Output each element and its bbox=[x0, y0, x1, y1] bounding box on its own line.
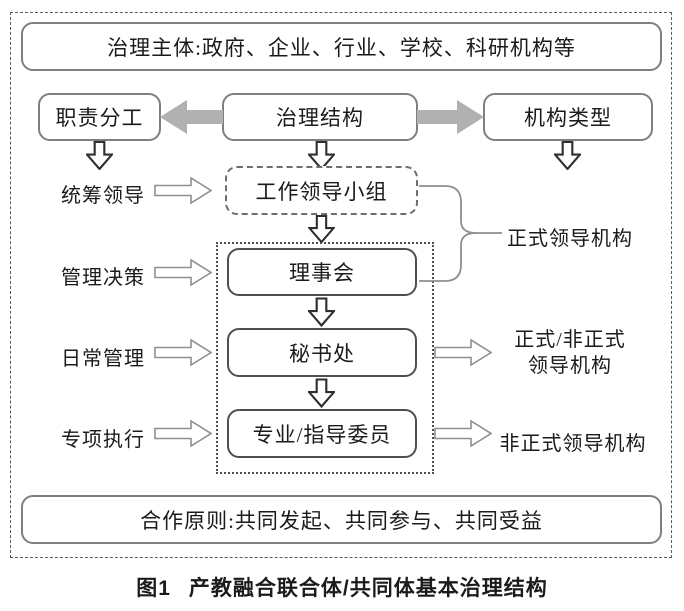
working-leading-group-box: 工作领导小组 bbox=[225, 166, 418, 215]
label-special-execution: 专项执行 bbox=[61, 429, 145, 451]
right-arrow-icon bbox=[154, 420, 212, 447]
right-arrow-icon bbox=[434, 339, 492, 366]
down-arrow-icon bbox=[308, 141, 335, 170]
thick-arrow-left-icon bbox=[160, 100, 223, 134]
down-arrow-icon bbox=[86, 141, 113, 170]
duty-division-box: 职责分工 bbox=[38, 93, 161, 141]
secretariat-box: 秘书处 bbox=[227, 328, 417, 377]
label-informal: 非正式领导机构 bbox=[499, 433, 647, 455]
right-arrow-icon bbox=[154, 339, 212, 366]
down-arrow-icon bbox=[308, 215, 335, 243]
label-formal: 正式领导机构 bbox=[507, 228, 633, 250]
curly-brace-icon bbox=[419, 185, 502, 282]
right-arrow-icon bbox=[154, 259, 212, 286]
figure-caption-number: 图1 bbox=[136, 577, 171, 600]
cooperation-principles-box: 合作原则:共同发起、共同参与、共同受益 bbox=[21, 495, 662, 544]
council-box: 理事会 bbox=[227, 248, 417, 296]
label-formal-informal-line2: 领导机构 bbox=[528, 355, 612, 377]
figure-caption: 图1 产教融合联合体/共同体基本治理结构 bbox=[0, 572, 684, 602]
thick-arrow-right-icon bbox=[417, 100, 484, 134]
down-arrow-icon bbox=[554, 141, 581, 170]
outer-dashed-frame bbox=[10, 12, 672, 558]
label-formal-informal: 正式/非正式 领导机构 bbox=[500, 327, 640, 379]
right-arrow-icon bbox=[434, 420, 492, 447]
label-formal-informal-line1: 正式/非正式 bbox=[514, 329, 626, 351]
governance-subjects-box: 治理主体:政府、企业、行业、学校、科研机构等 bbox=[21, 22, 662, 71]
professional-committee-box: 专业/指导委员 bbox=[227, 409, 417, 458]
right-arrow-icon bbox=[154, 177, 212, 204]
institution-type-box: 机构类型 bbox=[483, 93, 653, 141]
figure-caption-title: 产教融合联合体/共同体基本治理结构 bbox=[188, 577, 548, 600]
label-management-decision: 管理决策 bbox=[61, 267, 145, 289]
down-arrow-icon bbox=[308, 297, 335, 327]
governance-structure-box: 治理结构 bbox=[222, 93, 418, 141]
dotted-group-frame bbox=[216, 242, 434, 474]
down-arrow-icon bbox=[308, 378, 335, 408]
label-overall-leadership: 统筹领导 bbox=[61, 185, 145, 207]
label-daily-management: 日常管理 bbox=[61, 348, 145, 370]
